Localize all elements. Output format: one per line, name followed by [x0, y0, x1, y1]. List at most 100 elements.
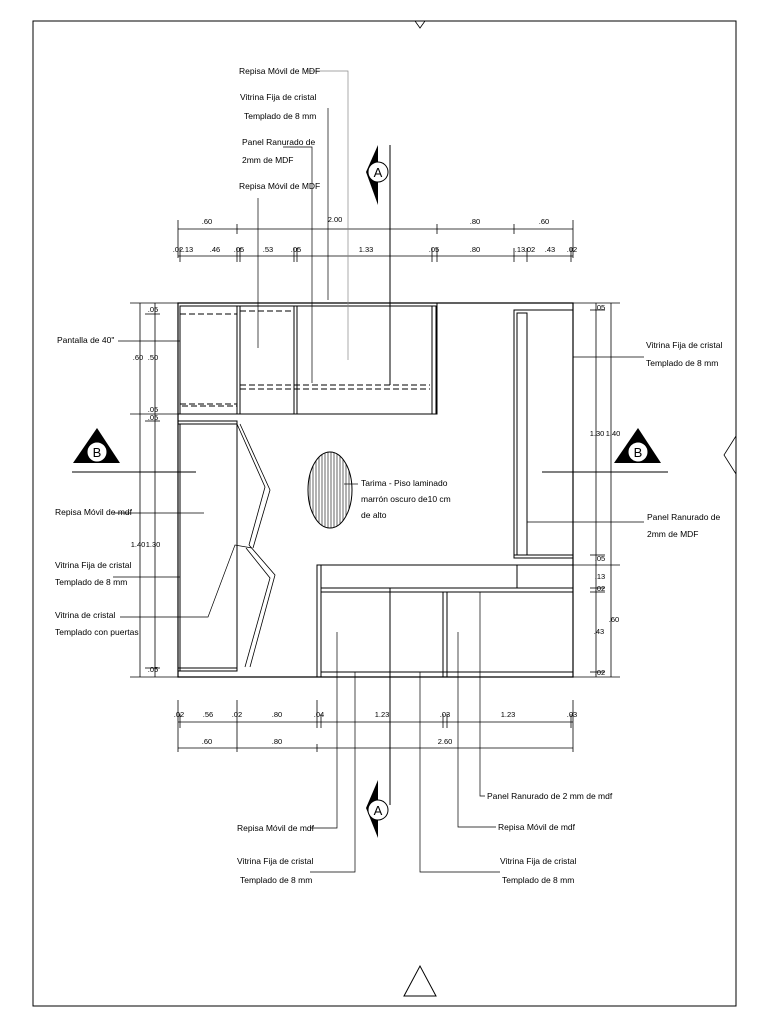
label-panel-ranurado-line2: 2mm de MDF	[242, 155, 293, 165]
dim-text: 2.00	[328, 215, 343, 224]
dim-text: .80	[272, 710, 282, 719]
dim-text: .04	[314, 710, 324, 719]
dim-text: 1.33	[359, 245, 374, 254]
dim-text: .03	[567, 710, 577, 719]
dim-text: .60	[539, 217, 549, 226]
section-lines	[72, 145, 668, 805]
dim-text: .05	[291, 245, 301, 254]
dim-text: .13	[183, 245, 193, 254]
dim-text: .80	[272, 737, 282, 746]
dim-text: .05	[595, 554, 605, 563]
label-tarima-line1: Tarima - Piso laminado	[361, 478, 448, 488]
label-repisa-movil-left: Repisa Móvil de mdf	[55, 507, 133, 517]
section-label-b-left: B	[93, 445, 102, 460]
dim-text: .60	[202, 217, 212, 226]
top-cabinet	[177, 302, 438, 415]
section-marker-a-bottom: A	[366, 780, 389, 838]
dims-right: .05 1.30 1.40 .05 .13 .02 .43 .60 .02	[590, 303, 621, 677]
label-vitrina-fija-bottom-right-line2: Templado de 8 mm	[502, 875, 574, 885]
dim-text: .43	[545, 245, 555, 254]
bottom-counter	[316, 564, 574, 678]
right-cabinet	[513, 309, 574, 559]
label-vitrina-puertas-line2: Templado con puertas	[55, 627, 139, 637]
dim-text: .56	[203, 710, 213, 719]
label-panel-ranurado-right-line2: 2mm de MDF	[647, 529, 698, 539]
label-vitrina-fija-bottom-left-line1: Vitrina Fija de cristal	[237, 856, 313, 866]
dim-text: .02	[174, 710, 184, 719]
dims-left: .05 .60 .50 .05 .05 1.40 1.30 .05	[131, 305, 161, 674]
dim-text: .05	[429, 245, 439, 254]
label-repisa-movil-mdf: Repisa Móvil de MDF	[239, 66, 320, 76]
label-repisa-movil-mdf: Repisa Móvil de MDF	[239, 181, 320, 191]
left-cabinet	[177, 420, 276, 672]
top-center-marker	[414, 20, 426, 29]
label-repisa-movil-bottom-left: Repisa Móvil de mdf	[237, 823, 315, 833]
label-panel-ranurado-bottom: Panel Ranurado de 2 mm de mdf	[487, 791, 613, 801]
label-vitrina-fija-bottom-right-line1: Vitrina Fija de cristal	[500, 856, 576, 866]
dim-text: .05	[148, 405, 158, 414]
dim-text: .02	[232, 710, 242, 719]
dim-text: .50	[148, 353, 158, 362]
label-vitrina-fija-right-line2: Templado de 8 mm	[646, 358, 718, 368]
dim-text: .53	[263, 245, 273, 254]
dims-top-detail: .02 .13 .46 .05 .53 .05 1.33 .05 .80 .13…	[173, 245, 577, 254]
dim-text: .02	[567, 245, 577, 254]
label-tarima-line3: de alto	[361, 510, 387, 520]
dim-text: .05	[148, 305, 158, 314]
dim-text: 1.23	[375, 710, 390, 719]
dim-text: .80	[470, 217, 480, 226]
bottom-north-triangle	[403, 964, 437, 997]
dims-bottom-overall: .60 .80 2.60	[202, 737, 453, 746]
dim-text: .02	[595, 668, 605, 677]
dim-text: .60	[133, 353, 143, 362]
dim-text: .05	[234, 245, 244, 254]
section-label-a-top: A	[374, 165, 383, 180]
dim-text: .13	[595, 572, 605, 581]
dim-text: .02	[595, 584, 605, 593]
label-pantalla: Pantalla de 40"	[57, 335, 114, 345]
dim-text: .03	[440, 710, 450, 719]
label-vitrina-fija-bottom-left-line2: Templado de 8 mm	[240, 875, 312, 885]
leader-lines	[113, 70, 644, 873]
dim-text: .46	[210, 245, 220, 254]
section-label-a-bottom: A	[374, 803, 383, 818]
dim-text: .60	[202, 737, 212, 746]
annotations: Repisa Móvil de MDF Vitrina Fija de cris…	[55, 66, 722, 885]
dim-text: 1.40	[606, 429, 621, 438]
dim-text: .60	[609, 615, 619, 624]
section-marker-a-top: A	[366, 145, 389, 205]
section-label-b-right: B	[634, 445, 643, 460]
sheet-border	[32, 20, 737, 1007]
dim-text: .02	[525, 245, 535, 254]
dim-text: 1.40	[131, 540, 146, 549]
label-vitrina-fija-line2: Templado de 8 mm	[244, 111, 316, 121]
right-edge-marker	[723, 435, 737, 475]
label-vitrina-fija-left-line2: Templado de 8 mm	[55, 577, 127, 587]
dim-text: 2.60	[438, 737, 453, 746]
dims-top-overall: .60 2.00 .80 .60	[202, 215, 549, 226]
dim-text: .05	[595, 303, 605, 312]
dim-text: .43	[594, 627, 604, 636]
label-vitrina-fija-left-line1: Vitrina Fija de cristal	[55, 560, 131, 570]
label-vitrina-puertas-line1: Vitrina de cristal	[55, 610, 115, 620]
tarima-circle	[307, 451, 353, 529]
label-panel-ranurado-line1: Panel Ranurado de	[242, 137, 316, 147]
dim-text: .80	[470, 245, 480, 254]
label-panel-ranurado-right-line1: Panel Ranurado de	[647, 512, 721, 522]
label-vitrina-fija-right-line1: Vitrina Fija de cristal	[646, 340, 722, 350]
dim-text: .13	[515, 245, 525, 254]
section-marker-b-left: B	[73, 428, 120, 463]
dim-text: .02	[173, 245, 183, 254]
dim-text: 1.30	[590, 429, 605, 438]
dim-text: 1.23	[501, 710, 516, 719]
dim-text: .05	[148, 665, 158, 674]
dims-bottom-detail: .02 .56 .02 .80 .04 1.23 .03 1.23 .03	[174, 710, 577, 719]
label-tarima-line2: marrón oscuro de10 cm	[361, 494, 451, 504]
label-vitrina-fija-line1: Vitrina Fija de cristal	[240, 92, 316, 102]
label-repisa-movil-bottom-right: Repisa Móvil de mdf	[498, 822, 576, 832]
dimension-lines	[130, 220, 620, 752]
dim-text: 1.30	[146, 540, 161, 549]
dim-text: .05	[148, 413, 158, 422]
section-marker-b-right: B	[614, 428, 661, 463]
